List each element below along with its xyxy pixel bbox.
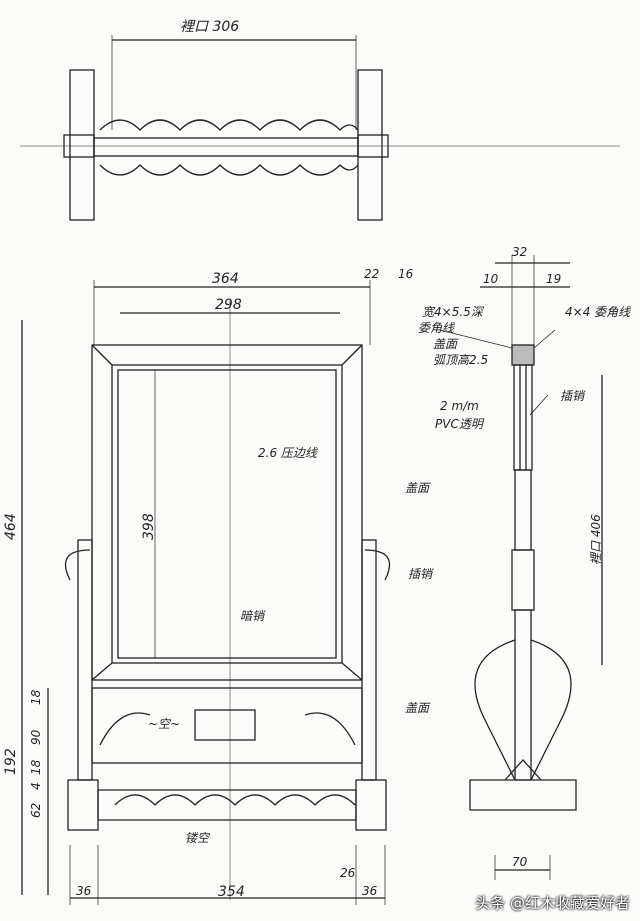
- dim-top-inner: 裡口 306: [180, 19, 240, 35]
- dim-354: 354: [218, 884, 245, 900]
- dim-base-90: 90: [29, 729, 43, 745]
- front-view: [21, 280, 391, 905]
- dim-36-right: 36: [362, 884, 378, 898]
- pvc-thickness-label: 2 m/m: [440, 399, 479, 413]
- cover-face-label-2: 盖面: [405, 701, 430, 715]
- watermark: 头条 @红木收藏爱好者: [475, 894, 630, 912]
- dim-26: 26: [340, 866, 356, 880]
- dim-464: 464: [3, 513, 19, 540]
- dim-base-4: 4: [29, 782, 43, 790]
- openwork-label: 镂空: [185, 831, 210, 845]
- chamfer-left-label: 宽4×5.5深: [422, 305, 483, 319]
- side-pin-label: 插销: [560, 389, 585, 403]
- dim-70: 70: [512, 855, 528, 869]
- arch-height-label: 弧顶高2.5: [433, 353, 489, 367]
- side-cover-face-label: 盖面: [433, 337, 458, 351]
- pin-label: 插销: [408, 567, 433, 581]
- press-line-label: 2.6 压边线: [258, 446, 317, 460]
- dim-19: 19: [546, 272, 562, 286]
- dim-398: 398: [141, 513, 157, 540]
- dim-10: 10: [483, 272, 499, 286]
- dim-364: 364: [212, 271, 239, 287]
- side-view: [439, 255, 603, 880]
- dim-base-18b: 18: [29, 759, 43, 775]
- hollow-label: ~空~: [148, 717, 181, 731]
- chamfer-left-label-2: 委角线: [418, 321, 455, 335]
- dim-32: 32: [512, 245, 528, 259]
- pvc-label: PVC透明: [435, 417, 483, 431]
- dim-36-left: 36: [76, 884, 92, 898]
- hidden-pin-label: 暗销: [240, 609, 265, 623]
- chamfer-right-label: 4×4 委角线: [565, 305, 631, 319]
- dim-192: 192: [3, 748, 19, 775]
- top-view: [20, 35, 620, 221]
- dim-base-18a: 18: [29, 689, 43, 705]
- dim-base-62: 62: [29, 802, 43, 818]
- dim-298: 298: [215, 297, 242, 313]
- dim-16: 16: [398, 267, 414, 281]
- dim-22: 22: [364, 267, 380, 281]
- dim-side-inner: 裡口 406: [589, 514, 603, 565]
- cover-face-label: 盖面: [405, 481, 430, 495]
